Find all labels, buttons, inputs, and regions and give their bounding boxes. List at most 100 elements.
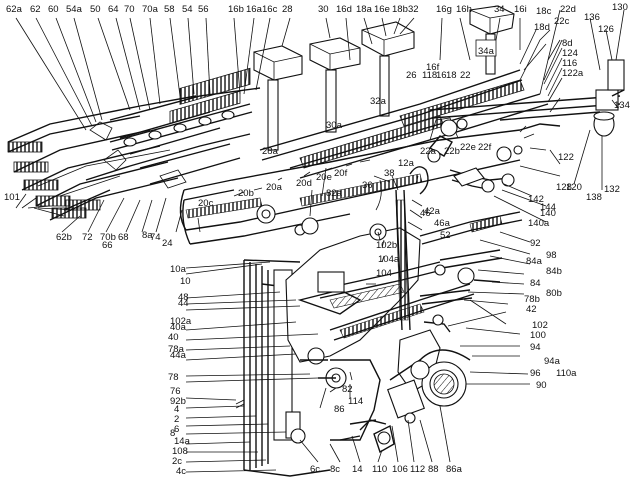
front-frame: [179, 117, 521, 245]
reference-numeral: 18c: [536, 6, 552, 17]
reference-numeral: 16i: [514, 4, 527, 15]
reference-numeral: 102a: [170, 316, 192, 327]
key-tops: [253, 5, 515, 151]
reference-numeral: 16f: [426, 62, 440, 73]
reference-numeral: 110a: [556, 368, 577, 379]
reference-numeral: 18b: [392, 4, 408, 15]
reference-numeral: 120: [566, 182, 582, 193]
reference-numeral: 14a: [174, 436, 191, 447]
reference-numeral: 78b: [524, 294, 540, 305]
reference-numeral: 30a: [326, 120, 343, 131]
reference-numeral: 122: [558, 152, 574, 163]
reference-numeral: 112: [410, 464, 425, 475]
reference-numeral: 62: [30, 4, 41, 15]
reference-numeral: 16d: [336, 4, 352, 15]
reference-numeral: 82a: [326, 188, 343, 199]
reference-numeral: 84: [530, 278, 541, 289]
reference-numeral: 4: [174, 404, 179, 415]
reference-numeral: 50: [90, 4, 101, 15]
reference-numeral: 108: [172, 446, 188, 457]
reference-numeral: 2: [174, 414, 179, 425]
reference-numeral: 128: [556, 182, 572, 193]
reference-numeral: 30: [318, 4, 329, 15]
reference-numeral: 94: [530, 342, 541, 353]
reference-numeral: 86a: [446, 464, 463, 475]
reference-numeral: 22b: [444, 146, 460, 157]
reference-numeral: 130: [612, 2, 628, 13]
reference-numeral: 58: [164, 4, 175, 15]
reference-numeral: 138: [586, 192, 602, 203]
reference-numeral: 104a: [378, 254, 400, 265]
reference-numeral: 32a: [370, 96, 387, 107]
reference-numeral: 60: [48, 4, 59, 15]
reference-numeral: 22a: [420, 146, 437, 157]
reference-numeral: 68: [118, 232, 129, 243]
reference-numeral: 132: [604, 184, 620, 195]
reference-numeral: 8: [170, 428, 175, 439]
reference-numeral: 26: [406, 70, 417, 81]
reference-numeral: 34: [494, 4, 505, 15]
upper-lever-bank: [85, 67, 261, 189]
reference-numeral: 18d: [534, 22, 550, 33]
reference-numeral: 20a: [266, 182, 283, 193]
reference-numeral: 4c: [176, 466, 186, 477]
reference-numeral: 66: [102, 240, 113, 251]
reference-numeral: 70: [124, 4, 135, 15]
reference-numeral: 86: [334, 404, 345, 415]
reference-numeral: 16e: [374, 4, 390, 15]
reference-numeral: 40: [168, 332, 179, 343]
reference-numeral: 142: [528, 194, 544, 205]
reference-numeral: 54: [182, 4, 193, 15]
reference-numeral: 40a: [170, 322, 187, 333]
reference-numeral: 82: [342, 384, 353, 395]
reference-numeral: 92b: [170, 396, 186, 407]
reference-numeral: 90: [536, 380, 547, 391]
reference-numeral: 76: [170, 386, 181, 397]
reference-numeral: 32: [408, 4, 419, 15]
reference-numeral: 22c: [554, 16, 570, 27]
reference-numeral: 102b: [376, 240, 397, 251]
reference-numeral: 22f: [478, 142, 492, 153]
reference-numeral: 124: [562, 48, 578, 59]
reference-numeral: 36: [362, 180, 373, 191]
reference-numeral: 38: [384, 168, 395, 179]
reference-numeral: 16g: [436, 4, 452, 15]
reference-numeral: 134: [614, 100, 630, 111]
central-plate: [285, 166, 475, 441]
reference-numeral: 96: [530, 368, 541, 379]
reference-numeral: 54a: [66, 4, 83, 15]
lower-assembly: [339, 329, 471, 454]
reference-numeral: 101: [4, 192, 20, 203]
reference-numeral: 72: [82, 232, 93, 243]
reference-numeral: 22d: [560, 4, 576, 15]
reference-numeral: 20d: [296, 178, 312, 189]
reference-numeral: 74: [150, 232, 161, 243]
reference-numeral: 106: [392, 464, 408, 475]
reference-numeral: 140a: [528, 218, 550, 229]
reference-numeral: 126: [598, 24, 614, 35]
reference-numeral: 84a: [526, 256, 543, 267]
reference-numeral: 20f: [334, 168, 348, 179]
reference-numeral: 94a: [544, 356, 561, 367]
reference-numeral: 80b: [546, 288, 562, 299]
reference-numeral: 62b: [56, 232, 72, 243]
reference-numeral: 22: [460, 70, 471, 81]
reference-numeral: 6c: [310, 464, 320, 475]
reference-numeral: 100: [530, 330, 546, 341]
reference-numeral: 62a: [6, 4, 23, 15]
reference-numeral: 10a: [170, 264, 187, 275]
reference-numeral: 46: [420, 208, 431, 219]
reference-numeral: 22e: [460, 142, 476, 153]
reference-numeral: 104: [376, 268, 392, 279]
reference-numeral: 12a: [398, 158, 415, 169]
leader-lines: [15, 9, 625, 473]
reference-numeral: 20c: [198, 198, 214, 209]
reference-numeral: 118: [422, 70, 437, 81]
reference-numeral: 92: [530, 238, 541, 249]
reference-numeral: 16b: [228, 4, 244, 15]
left-key-comb: [7, 95, 197, 221]
reference-numeral: 70a: [142, 4, 159, 15]
